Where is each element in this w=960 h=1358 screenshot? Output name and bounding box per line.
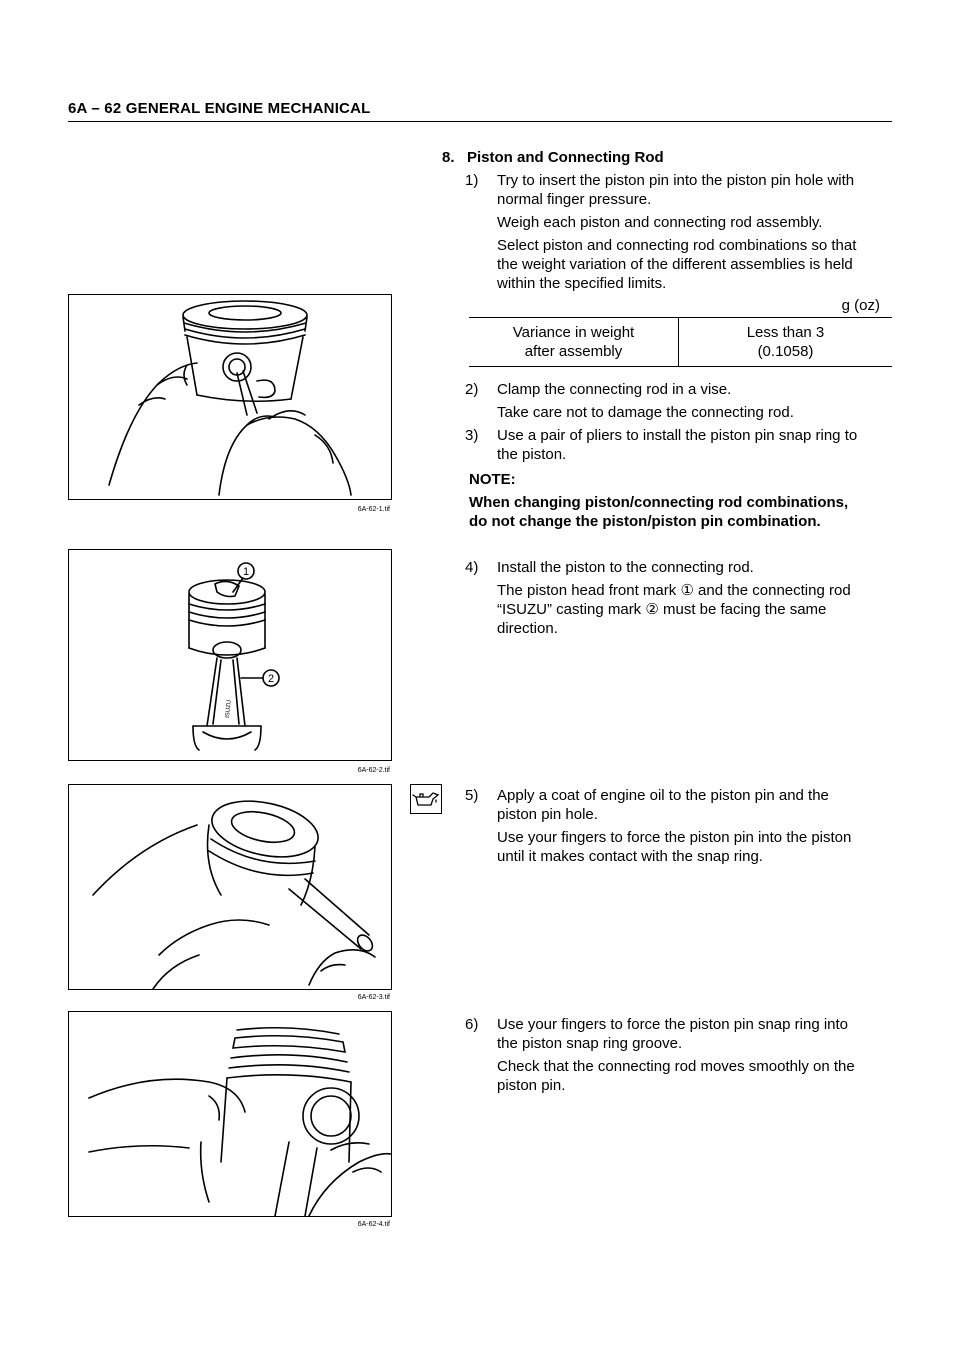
step-4-text-a: The piston head front mark — [497, 582, 681, 599]
step-4-para-2-line-2: “ISUZU” casting mark ② must be facing th… — [497, 600, 826, 619]
step-6-line-2: the piston snap ring groove. — [497, 1035, 683, 1052]
figure-3 — [68, 784, 392, 990]
figure-3-label: 6A-62-3.tif — [357, 994, 390, 1001]
figure-1 — [68, 294, 392, 500]
step-4-line-1: Install the piston to the connecting rod… — [497, 559, 754, 576]
step-4-para-2-line-3: direction. — [497, 620, 558, 637]
step-1-para-3-line-2: the weight variation of the different as… — [497, 256, 853, 273]
step-1-para-3-line-3: within the specified limits. — [497, 275, 667, 292]
step-6-para-2-line-2: piston pin. — [497, 1077, 566, 1094]
figure-2-label: 6A-62-2.tif — [357, 767, 390, 774]
step-5-number: 5) — [465, 787, 479, 804]
figure-4-label: 6A-62-4.tif — [357, 1221, 390, 1228]
step-1-para-2: Weigh each piston and connecting rod ass… — [497, 214, 823, 231]
figure-3-drawing — [92, 800, 376, 989]
figure-4 — [68, 1011, 392, 1217]
figure-4-drawing — [88, 1026, 391, 1216]
step-2-para-2: Take care not to damage the connecting r… — [497, 404, 794, 421]
step-4-para-2-line-1: The piston head front mark ① and the con… — [497, 581, 851, 600]
figure-2-rod-marking: ISUZU — [225, 700, 233, 718]
header-rule — [68, 121, 892, 122]
step-2-number: 2) — [465, 381, 479, 398]
figure-2-drawing: 1 2 ISUZU — [188, 562, 280, 751]
step-5-line-2: piston pin hole. — [497, 806, 598, 823]
step-5-line-1: Apply a coat of engine oil to the piston… — [497, 787, 829, 804]
note-line-1: When changing piston/connecting rod comb… — [469, 494, 849, 511]
front-mark-callout-1: ① — [680, 582, 694, 599]
engine-oil-can-icon — [410, 784, 442, 814]
step-1-number: 1) — [465, 172, 479, 189]
step-1-line-1: Try to insert the piston pin into the pi… — [497, 172, 855, 189]
step-6-number: 6) — [465, 1016, 479, 1033]
spec-table-label-line-1: Variance in weight — [512, 324, 635, 341]
spec-table: Variance in weight after assembly Less t… — [469, 317, 892, 367]
note-line-2: do not change the piston/piston pin comb… — [469, 513, 821, 530]
spec-unit: g (oz) — [841, 297, 880, 314]
figure-1-label: 6A-62-1.tif — [357, 506, 390, 513]
step-5-para-2-line-1: Use your fingers to force the piston pin… — [497, 829, 852, 846]
step-4-text-c: “ISUZU” casting mark — [497, 601, 646, 618]
step-1-para-3-line-1: Select piston and connecting rod combina… — [497, 237, 857, 254]
step-6-para-2-line-1: Check that the connecting rod moves smoo… — [497, 1058, 855, 1075]
oil-can-drawing — [412, 792, 440, 806]
note-label: NOTE: — [469, 471, 516, 488]
step-5-para-2-line-2: until it makes contact with the snap rin… — [497, 848, 763, 865]
spec-table-value-line-2: (0.1058) — [757, 343, 814, 360]
figure-1-drawing — [108, 300, 352, 496]
spec-table-label-line-2: after assembly — [524, 343, 623, 360]
spec-table-label-cell: Variance in weight after assembly — [469, 318, 679, 366]
step-4-number: 4) — [465, 559, 479, 576]
casting-mark-callout-2: ② — [645, 601, 659, 618]
page-header: 6A – 62 GENERAL ENGINE MECHANICAL — [68, 100, 371, 117]
step-3-line-1: Use a pair of pliers to install the pist… — [497, 427, 858, 444]
figure-2-callout-2: 2 — [268, 673, 274, 685]
step-3-number: 3) — [465, 427, 479, 444]
step-4-text-d: must be facing the same — [658, 601, 827, 618]
step-1-line-2: normal finger pressure. — [497, 191, 652, 208]
figure-2-callout-1: 1 — [243, 566, 249, 578]
figure-2: 1 2 ISUZU — [68, 549, 392, 761]
step-4-text-b: and the connecting rod — [693, 582, 851, 599]
spec-table-value-line-1: Less than 3 — [746, 324, 825, 341]
spec-table-value-cell: Less than 3 (0.1058) — [679, 318, 892, 366]
section-heading: 8. Piston and Connecting Rod — [442, 149, 664, 166]
step-2-line-1: Clamp the connecting rod in a vise. — [497, 381, 732, 398]
step-3-line-2: the piston. — [497, 446, 567, 463]
step-6-line-1: Use your fingers to force the piston pin… — [497, 1016, 849, 1033]
